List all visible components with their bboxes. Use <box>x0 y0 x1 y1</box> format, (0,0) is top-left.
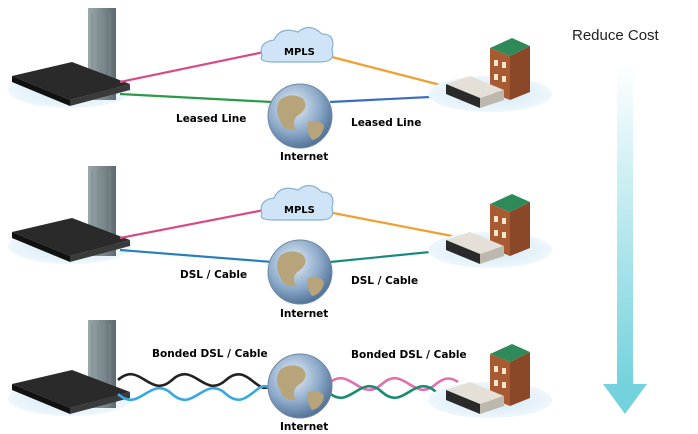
mpls-link-right <box>327 54 453 90</box>
mpls-link-right <box>327 210 453 238</box>
hq-router-icon <box>12 218 130 262</box>
branch-router-icon <box>446 76 504 108</box>
mpls-label: MPLS <box>284 47 315 58</box>
internet-label: Internet <box>280 151 328 163</box>
bonded-link-left-a <box>117 372 273 390</box>
leased-line-label-right: Leased Line <box>351 117 421 129</box>
dsl-link-left <box>119 248 273 264</box>
mpls-link-left <box>119 50 265 84</box>
leased-link-left <box>119 92 273 104</box>
internet-globe-icon <box>267 83 333 149</box>
row-3: Bonded DSL / Cable Bonded DSL / Cable In… <box>8 320 552 433</box>
row-2: MPLS DSL / Cable DSL / Cable Internet <box>8 166 552 320</box>
internet-globe-icon <box>267 239 333 305</box>
branch-building-icon <box>490 38 530 100</box>
reduce-cost-label: Reduce Cost <box>572 27 659 44</box>
bonded-link-right-a <box>327 377 459 391</box>
reduce-cost-arrow <box>603 64 647 414</box>
mpls-cloud-icon <box>260 184 334 221</box>
bonded-label-left: Bonded DSL / Cable <box>152 348 268 360</box>
mpls-cloud-icon <box>260 26 334 63</box>
bonded-link-left-b <box>117 384 273 402</box>
mpls-link-left <box>119 208 265 240</box>
dsl-cable-label-left: DSL / Cable <box>180 269 247 281</box>
hq-router-icon <box>12 370 130 414</box>
branch-router-icon <box>446 232 504 264</box>
leased-line-label-left: Leased Line <box>176 113 246 125</box>
internet-label: Internet <box>280 421 328 433</box>
dsl-cable-label-right: DSL / Cable <box>351 275 418 287</box>
internet-globe-icon <box>267 353 333 419</box>
branch-router-icon <box>446 382 504 414</box>
internet-label: Internet <box>280 308 328 320</box>
hq-router-icon <box>12 62 130 106</box>
row-1: MPLS Leased Line Leased Line Internet <box>8 8 552 163</box>
mpls-label: MPLS <box>284 205 315 216</box>
bonded-label-right: Bonded DSL / Cable <box>351 349 467 361</box>
branch-building-icon <box>490 344 530 406</box>
